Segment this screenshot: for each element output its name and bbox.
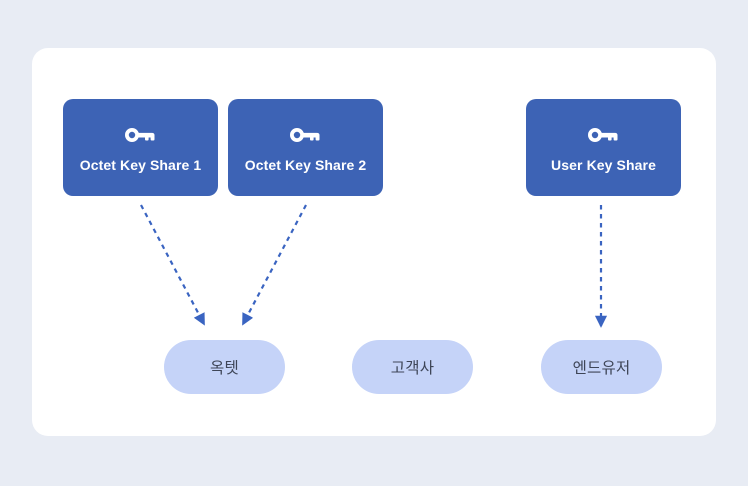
entity-customer: 고객사: [352, 340, 473, 394]
entity-end-user: 엔드유저: [541, 340, 662, 394]
entity-octet: 옥텟: [164, 340, 285, 394]
entity-label: 옥텟: [210, 360, 239, 377]
key-icon: [123, 122, 159, 148]
node-octet-key-share-2: Octet Key Share 2: [228, 99, 383, 196]
node-label: User Key Share: [551, 157, 656, 173]
entity-label: 고객사: [390, 360, 435, 377]
node-label: Octet Key Share 2: [244, 157, 367, 173]
node-user-key-share: User Key Share: [526, 99, 681, 196]
key-icon: [288, 122, 324, 148]
node-octet-key-share-1: Octet Key Share 1: [63, 99, 218, 196]
node-label: Octet Key Share 1: [79, 157, 202, 173]
key-icon: [586, 122, 622, 148]
entity-label: 엔드유저: [572, 360, 631, 377]
